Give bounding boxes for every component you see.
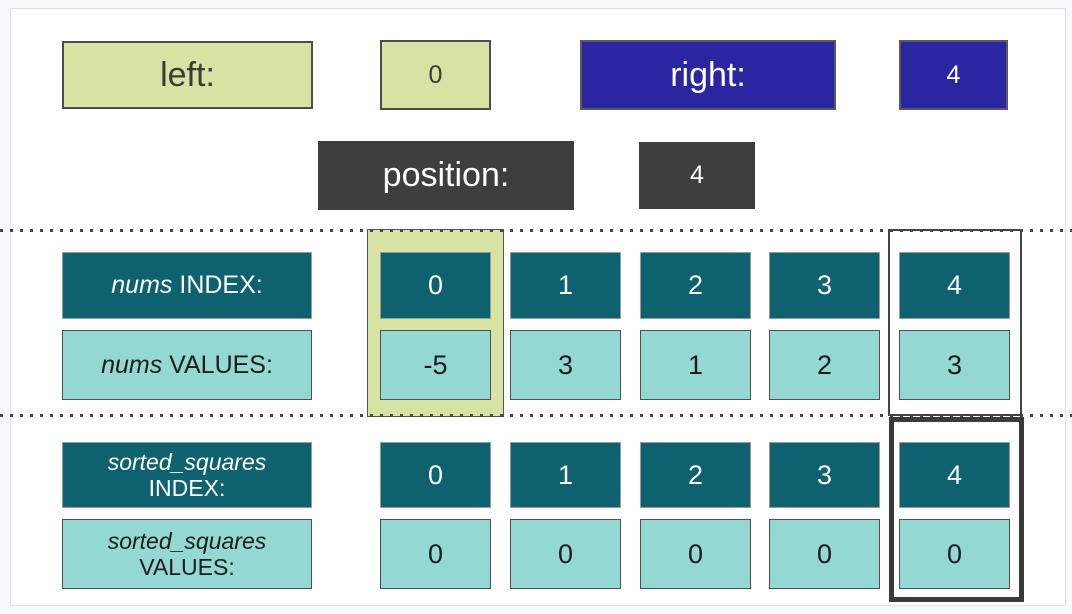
sorted-squares-index-3: 3 — [816, 459, 833, 490]
right-pointer-value-text: 4 — [946, 60, 961, 89]
nums-value-cell-1: 3 — [510, 330, 621, 400]
nums-index-2: 2 — [687, 270, 704, 300]
position-pointer-label: position: — [318, 141, 574, 210]
sorted-squares-value-cell-4: 0 — [899, 519, 1010, 589]
right-pointer-label: right: — [580, 40, 836, 110]
nums-values-row-label: nums VALUES: — [62, 330, 312, 400]
left-pointer-label-text: left: — [160, 55, 215, 94]
left-pointer-value: 0 — [380, 40, 491, 110]
nums-index-suffix-text: INDEX: — [172, 271, 263, 300]
nums-index-3: 3 — [816, 270, 833, 300]
nums-value-cell-4: 3 — [899, 330, 1010, 400]
nums-value-4: 3 — [946, 349, 963, 380]
sorted-squares-value-1: 0 — [557, 538, 574, 569]
left-pointer-label: left: — [62, 41, 313, 109]
nums-value-cell-0: -5 — [380, 330, 491, 400]
sorted-squares-value-cell-1: 0 — [510, 519, 621, 589]
sorted-squares-value-3: 0 — [816, 538, 833, 569]
nums-index-cell-4: 4 — [899, 252, 1010, 319]
nums-index-row-label: nums INDEX: — [62, 252, 312, 319]
nums-values-suffix-text: VALUES: — [162, 350, 273, 379]
sorted-squares-name-text: sorted_squares — [107, 448, 267, 475]
nums-value-0: -5 — [423, 349, 448, 380]
position-pointer-label-text: position: — [382, 156, 510, 194]
separator-line-bottom — [0, 414, 1072, 417]
sorted-squares-index-cell-1: 1 — [510, 442, 621, 508]
sorted-squares-value-0: 0 — [427, 538, 444, 569]
nums-name-text: nums — [101, 350, 163, 379]
sorted-squares-index-1: 1 — [557, 459, 574, 490]
nums-index-4: 4 — [946, 270, 963, 300]
sorted-squares-name-text: sorted_squares — [107, 527, 267, 554]
nums-index-0: 0 — [427, 270, 444, 300]
nums-index-cell-3: 3 — [769, 252, 880, 319]
position-pointer-value-text: 4 — [690, 161, 704, 189]
sorted-squares-index-0: 0 — [427, 459, 444, 490]
nums-value-cell-2: 1 — [640, 330, 751, 400]
sorted-squares-index-cell-4: 4 — [899, 442, 1010, 508]
nums-value-2: 1 — [687, 349, 704, 380]
sorted-squares-value-cell-2: 0 — [640, 519, 751, 589]
sorted-squares-index-cell-2: 2 — [640, 442, 751, 508]
sorted-squares-index-4: 4 — [946, 459, 963, 490]
sorted-squares-value-2: 0 — [687, 538, 704, 569]
nums-value-cell-3: 2 — [769, 330, 880, 400]
nums-index-cell-1: 1 — [510, 252, 621, 319]
nums-value-1: 3 — [557, 349, 574, 380]
nums-index-cell-2: 2 — [640, 252, 751, 319]
nums-name-text: nums — [111, 271, 173, 300]
separator-line-top — [0, 229, 1072, 232]
sorted-squares-value-4: 0 — [946, 538, 963, 569]
nums-value-3: 2 — [816, 349, 833, 380]
sorted-squares-value-cell-3: 0 — [769, 519, 880, 589]
left-pointer-value-text: 0 — [428, 60, 443, 89]
sorted-squares-value-cell-0: 0 — [380, 519, 491, 589]
nums-index-1: 1 — [557, 270, 574, 300]
sorted-squares-index-cell-3: 3 — [769, 442, 880, 508]
sorted-squares-index-2: 2 — [687, 459, 704, 490]
sorted-squares-index-suffix-text: INDEX: — [148, 475, 226, 501]
nums-index-cell-0: 0 — [380, 252, 491, 319]
sorted-squares-values-suffix-text: VALUES: — [139, 554, 235, 580]
position-pointer-value: 4 — [639, 142, 755, 209]
right-pointer-value: 4 — [899, 40, 1008, 110]
right-pointer-label-text: right: — [670, 55, 746, 94]
sorted-squares-index-cell-0: 0 — [380, 442, 491, 508]
